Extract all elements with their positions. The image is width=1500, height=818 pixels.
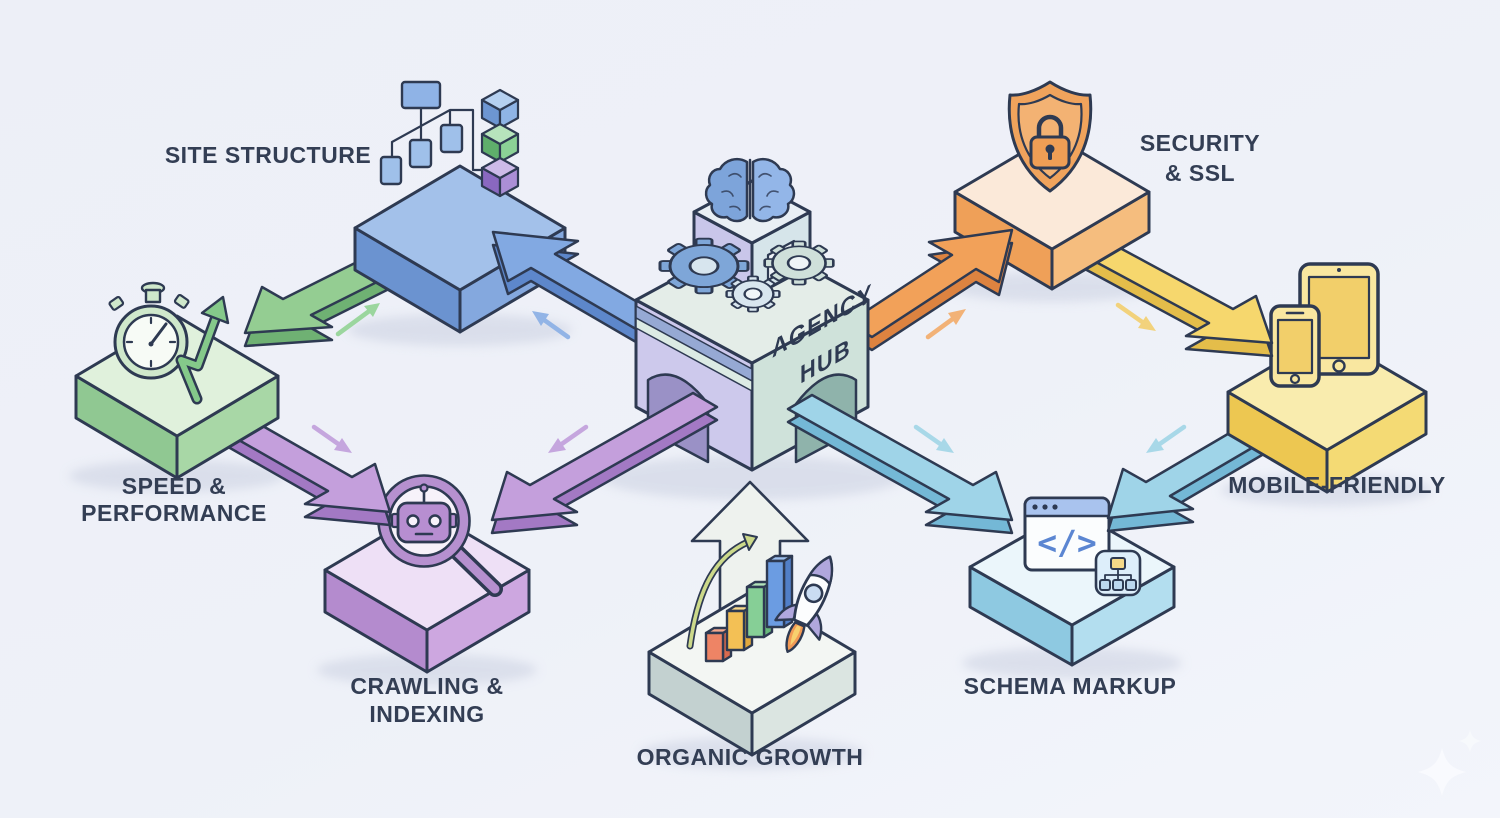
mini-arrow-purple-right-icon <box>548 424 589 453</box>
mini-arrow-yellow-icon <box>1115 302 1156 331</box>
stopwatch-icon <box>108 281 190 380</box>
arrow-hub-to-schema <box>786 393 1014 535</box>
site-structure-node <box>353 80 567 334</box>
speed-performance-label-line-2: PERFORMANCE <box>81 500 267 526</box>
schema-tree-icon <box>1094 549 1142 597</box>
code-glyph: </> <box>1037 523 1097 562</box>
mini-arrow-green-icon <box>335 303 380 337</box>
mini-arrow-purple-left-icon <box>311 424 352 453</box>
growth-zigzag-arrow-icon <box>175 295 230 405</box>
security-ssl-label-line-1: SECURITY <box>1140 130 1260 156</box>
gears-icon <box>658 237 835 313</box>
speed-performance-label-line-1: SPEED & <box>122 473 226 499</box>
bar-chart-icon <box>704 554 794 663</box>
arrow-hub-to-crawling <box>490 391 719 535</box>
code-window-icon: </> <box>1023 496 1142 597</box>
security-ssl-node <box>953 80 1151 291</box>
security-ssl-label-line-2: & SSL <box>1165 160 1235 186</box>
sparkle-icon <box>1418 730 1481 796</box>
sitemap-cubes-icon <box>379 80 520 198</box>
crawling-indexing-label-line-1: CRAWLING & <box>350 673 503 699</box>
schema-markup-label: SCHEMA MARKUP <box>964 673 1177 699</box>
brain-icon <box>704 157 796 223</box>
speed-performance-node <box>74 281 280 480</box>
node-labels: SITE STRUCTURE SECURITY & SSL SPEED & PE… <box>81 130 1446 770</box>
organic-growth-label: ORGANIC GROWTH <box>637 744 864 770</box>
site-structure-label: SITE STRUCTURE <box>165 142 371 168</box>
mini-arrow-orange-icon <box>925 309 966 340</box>
mobile-friendly-node <box>1226 262 1428 494</box>
arrow-hub-to-security <box>846 228 1014 352</box>
rocket-icon <box>774 555 834 654</box>
mini-arrow-lightblue-right-icon <box>1146 424 1187 453</box>
mini-arrow-lightblue-left-icon <box>913 424 954 453</box>
arrow-security-to-mobile <box>1081 239 1274 358</box>
organic-growth-node <box>647 533 857 757</box>
phone-tablet-icon <box>1269 262 1380 388</box>
schema-markup-node: </> <box>968 496 1176 667</box>
chart-rocket-icon <box>686 533 834 663</box>
shield-lock-icon <box>1007 80 1093 193</box>
mobile-friendly-label: MOBILE-FRIENDLY <box>1228 472 1446 498</box>
mini-arrow-blue-icon <box>532 311 571 340</box>
crawling-indexing-label-line-2: INDEXING <box>369 701 484 727</box>
mini-flow-arrows <box>311 302 1187 453</box>
